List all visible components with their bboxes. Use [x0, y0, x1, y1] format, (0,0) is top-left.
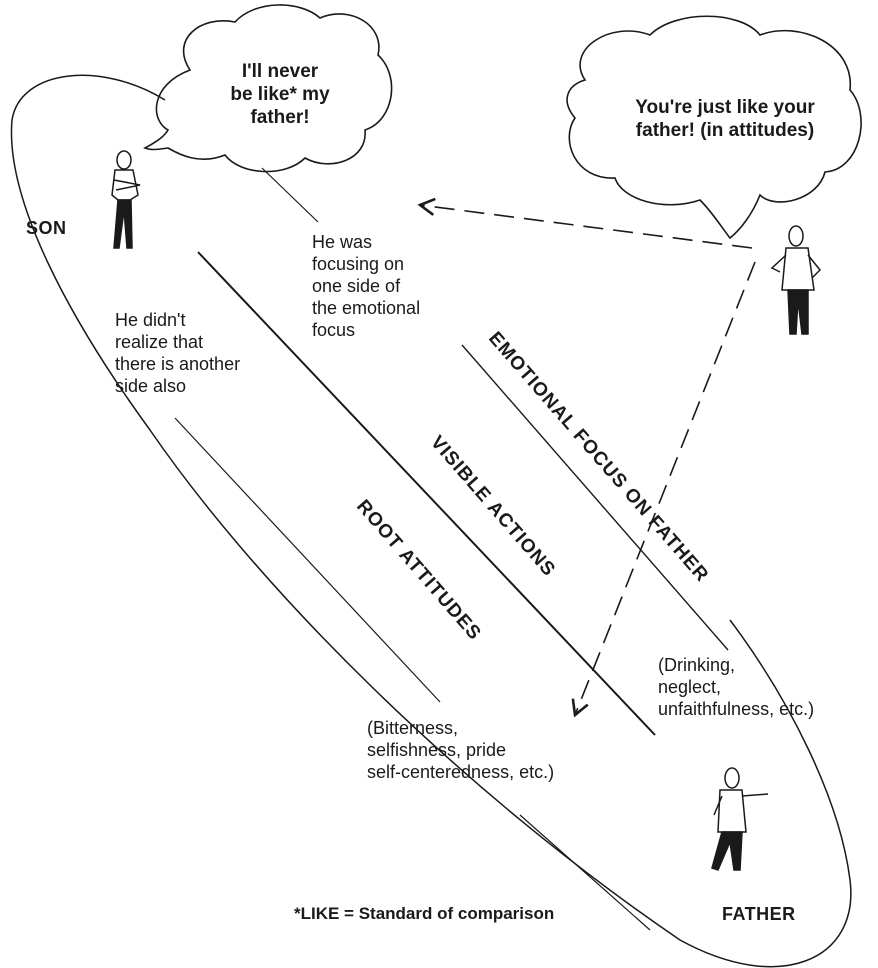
realize-note-pointer [174, 417, 441, 703]
emotional-focus-axis [461, 344, 729, 651]
son-thought-cloud [143, 4, 393, 173]
son-thought-text: I'll never be like* my father! [230, 61, 330, 129]
root-attitudes-axis [519, 814, 651, 931]
outer-loop-curve [10, 74, 852, 968]
focus-note-pointer [261, 167, 319, 223]
root-attitudes-examples: (Bitterness, selfishness, pride self-cen… [367, 718, 555, 782]
dashed-arrow-to-son [417, 197, 753, 249]
observer-thought-text: You're just like your father! (in attitu… [635, 97, 815, 142]
visible-actions-examples: (Drinking, neglect, unfaithfulness, etc.… [658, 655, 815, 719]
father-label: FATHER [722, 904, 796, 924]
like-footnote: *LIKE = Standard of comparison [294, 904, 555, 923]
focus-note: He was focusing on one side of the emoti… [312, 232, 421, 340]
realize-note: He didn't realize that there is another … [115, 310, 241, 396]
son-label: SON [26, 218, 67, 238]
dashed-arrow-to-root [571, 261, 756, 718]
observer-figure [770, 225, 822, 335]
father-figure [711, 767, 769, 871]
observer-thought-cloud [566, 15, 862, 240]
son-figure [111, 150, 141, 249]
visible-actions-axis [197, 251, 656, 736]
